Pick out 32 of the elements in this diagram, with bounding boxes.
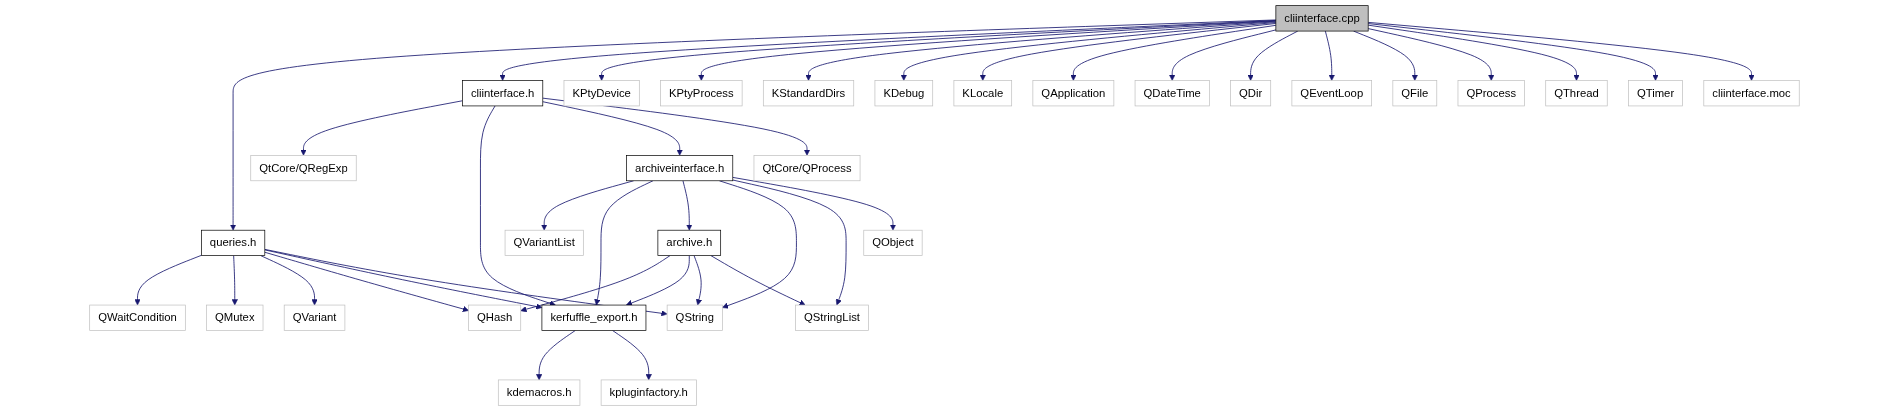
node-box: QObject — [862, 229, 923, 256]
node-box: KDebug — [874, 80, 933, 107]
node-box: cliinterface.cpp — [1275, 5, 1369, 32]
node-box: QDateTime — [1134, 80, 1210, 107]
node-box: QStringList — [794, 304, 869, 331]
node-box: QFile — [1392, 80, 1437, 107]
node-box: QTimer — [1627, 80, 1683, 107]
node-box: QProcess — [1457, 80, 1525, 107]
node-box: QMutex — [205, 304, 263, 331]
node-box: QtCore/QProcess — [753, 155, 860, 182]
node-box: QDir — [1229, 80, 1271, 107]
node-box: archive.h — [657, 229, 721, 256]
node-box: QThread — [1544, 80, 1608, 107]
node-box: kdemacros.h — [497, 379, 580, 406]
node-box: queries.h — [200, 229, 265, 256]
node-box: QApplication — [1032, 80, 1114, 107]
node-box: QEventLoop — [1291, 80, 1372, 107]
node-box: KLocale — [953, 80, 1012, 107]
node-box: KStandardDirs — [762, 80, 854, 107]
node-box: QHash — [467, 304, 521, 331]
node-box: QVariantList — [504, 229, 584, 256]
node-box: kpluginfactory.h — [600, 379, 697, 406]
node-box: cliinterface.moc — [1702, 80, 1800, 107]
node-box: cliinterface.h — [461, 80, 543, 107]
node-box: KPtyProcess — [659, 80, 743, 107]
node-box: kerfuffle_export.h — [541, 304, 646, 331]
node-box: QString — [666, 304, 723, 331]
node-box: KPtyDevice — [563, 80, 640, 107]
node-box: QtCore/QRegExp — [249, 155, 357, 182]
node-box: QVariant — [283, 304, 345, 331]
node-box: archiveinterface.h — [625, 155, 733, 182]
node-box: QWaitCondition — [88, 304, 186, 331]
